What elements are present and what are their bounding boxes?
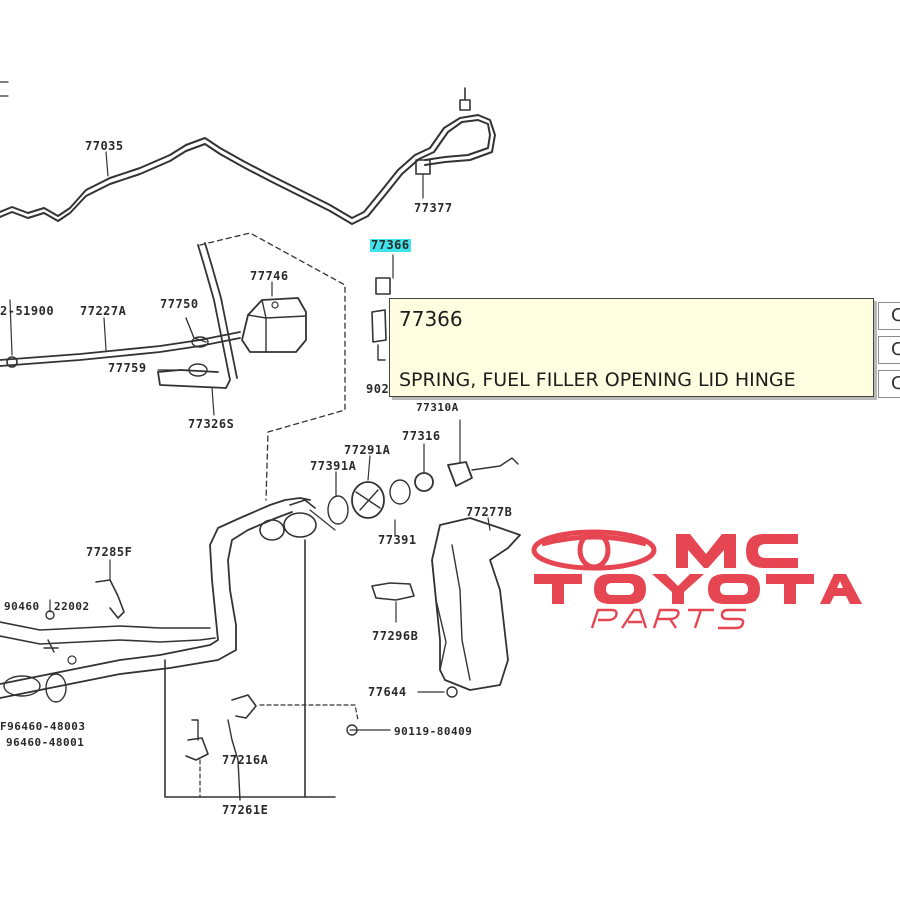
part-label-90460[interactable]: 90460: [4, 600, 40, 613]
tooltip-part-code: 77366: [399, 307, 463, 331]
part-label-96460a[interactable]: F96460-48003: [0, 720, 86, 733]
part-label-77391[interactable]: 77391: [378, 533, 417, 547]
omc-toyota-parts-logo: [531, 529, 862, 630]
part-label-22002[interactable]: 22002: [54, 600, 90, 613]
part-label-77227a[interactable]: 77227A: [80, 304, 127, 318]
part-label-77644[interactable]: 77644: [368, 685, 407, 699]
part-label-77391a[interactable]: 77391A: [310, 459, 357, 473]
part-label-77366[interactable]: 77366: [370, 238, 411, 252]
part-label-96460b[interactable]: 96460-48001: [6, 736, 85, 749]
part-label-77377[interactable]: 77377: [414, 201, 453, 215]
part-label-77277b[interactable]: 77277B: [466, 505, 513, 519]
part-label-77285f[interactable]: 77285F: [86, 545, 133, 559]
part-label-51900[interactable]: 2-51900: [0, 304, 55, 318]
part-label-77316[interactable]: 77316: [402, 429, 441, 443]
part-label-77326s[interactable]: 77326S: [188, 417, 235, 431]
part-label-77746[interactable]: 77746: [250, 269, 289, 283]
part-label-77291a[interactable]: 77291A: [344, 443, 391, 457]
part-label-77035[interactable]: 77035: [85, 139, 124, 153]
part-tooltip: 77366 SPRING, FUEL FILLER OPENING LID HI…: [389, 298, 874, 397]
tooltip-part-description: SPRING, FUEL FILLER OPENING LID HINGE: [399, 369, 796, 391]
part-label-77750[interactable]: 77750: [160, 297, 199, 311]
part-label-902[interactable]: 902: [366, 382, 390, 396]
grid-cell[interactable]: C: [878, 302, 900, 330]
part-label-77261e[interactable]: 77261E: [222, 803, 269, 817]
part-label-90119[interactable]: 90119-80409: [394, 725, 473, 738]
part-label-77310a[interactable]: 77310A: [416, 401, 459, 414]
filler-pipe: [0, 497, 336, 703]
part-label-77296b[interactable]: 77296B: [372, 629, 419, 643]
part-label-77216a[interactable]: 77216A: [222, 753, 269, 767]
grid-cell[interactable]: C: [878, 336, 900, 364]
tube-77035: [0, 114, 496, 225]
part-label-77759[interactable]: 77759: [108, 361, 147, 375]
grid-cell[interactable]: C: [878, 370, 900, 398]
